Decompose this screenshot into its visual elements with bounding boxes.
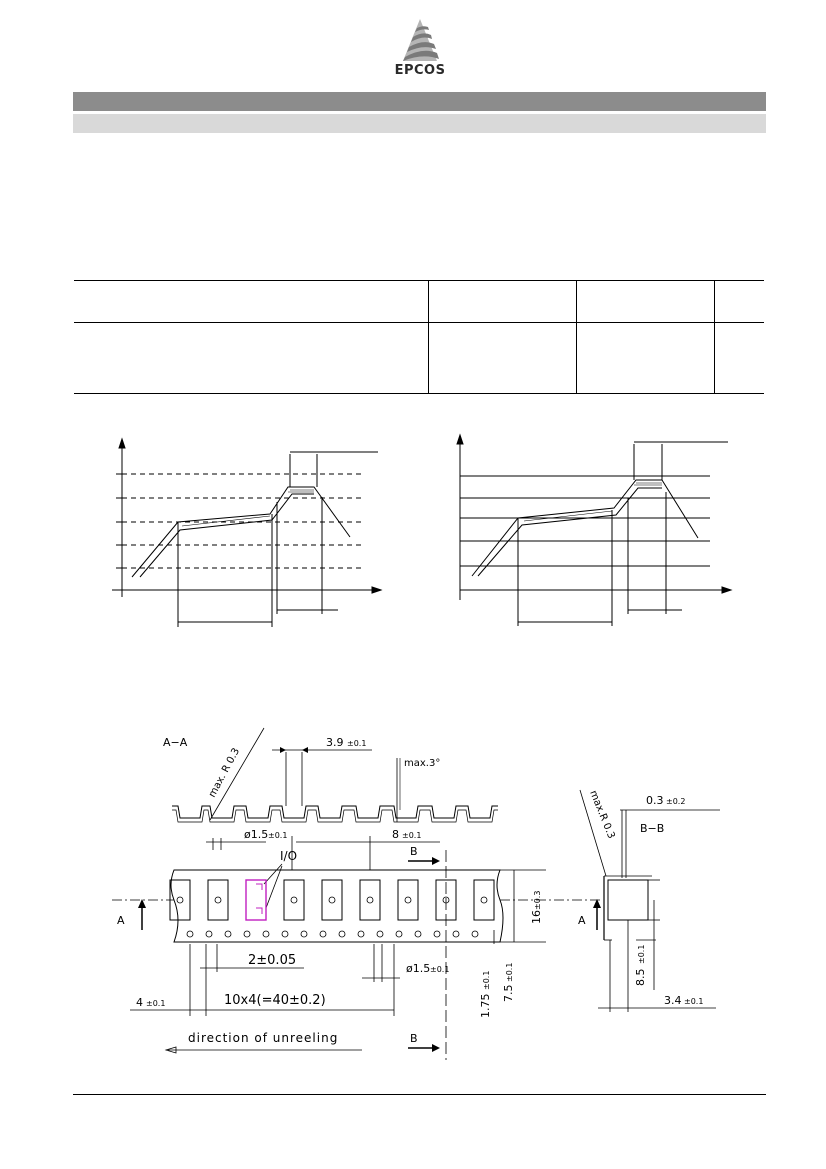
pocket-height-tol: ±0.1 [637, 945, 646, 964]
hole-line-to-pocket-value: 7.5 [502, 985, 515, 1003]
marker-b-top: B [410, 845, 418, 858]
marker-a-left: A [117, 914, 125, 927]
pocket-width-tol: ±0.1 [347, 739, 366, 748]
max-angle-label: max.3° [404, 758, 440, 769]
lower-hole-diameter-tol: ±0.1 [430, 965, 449, 974]
hole-pitch-value: 4 [136, 996, 143, 1009]
unreel-label: direction of unreeling [188, 1031, 338, 1045]
section-bb-label: B−B [640, 822, 664, 835]
side-radius-label: max.R 0.3 [587, 789, 616, 840]
pocket-height-value: 8.5 [634, 969, 647, 987]
reflow-profile-left [110, 432, 390, 637]
epcos-logo: EPCOS [383, 17, 457, 83]
header-bar-dark [73, 92, 766, 111]
brand-name: EPCOS [394, 63, 446, 78]
reflow-profile-right [452, 428, 737, 638]
table-col-divider-1 [428, 280, 429, 393]
table-rule-header [74, 322, 764, 323]
epcos-triangle-icon [403, 19, 439, 61]
lower-hole-diameter-value: ø1.5 [406, 962, 430, 975]
tape-width-tol: ±0.3 [533, 891, 542, 910]
footer-rule [73, 1094, 766, 1095]
edge-to-hole-tol: ±0.1 [482, 971, 491, 990]
cover-thickness-value: 0.3 [646, 794, 664, 807]
table-col-divider-2 [576, 280, 577, 393]
max-radius-label: max. R 0.3 [207, 746, 242, 799]
hole-pitch-tol: ±0.1 [146, 999, 165, 1008]
edge-to-hole-value: 1.75 [479, 994, 492, 1019]
hole-diameter-tol: ±0.1 [268, 831, 287, 840]
table-rule-top [74, 280, 764, 281]
marker-b-bottom: B [410, 1032, 418, 1045]
pocket-depth-value: 3.4 [664, 994, 682, 1007]
section-aa-label: A−A [163, 736, 188, 749]
table-rule-bottom [74, 393, 764, 394]
orientation-label: I/O [280, 849, 297, 863]
hole-line-to-pocket-tol: ±0.1 [505, 963, 514, 982]
cumulative-pitch-label: 10x4(=40±0.2) [224, 993, 326, 1008]
hole-diameter-value: ø1.5 [244, 828, 268, 841]
hole-to-pocket-label: 2±0.05 [248, 953, 296, 968]
pocket-pitch-value: 8 [392, 828, 399, 841]
pocket-width-value: 3.9 [326, 736, 344, 749]
marker-a-right: A [578, 914, 586, 927]
cover-thickness-tol: ±0.2 [666, 797, 685, 806]
table-col-divider-3 [714, 280, 715, 393]
pocket-pitch-tol: ±0.1 [402, 831, 421, 840]
tape-width-value: 16 [530, 910, 543, 924]
component-in-pocket [245, 879, 267, 921]
header-bar-light [73, 114, 766, 133]
pocket-depth-tol: ±0.1 [684, 997, 703, 1006]
spec-table [74, 280, 764, 394]
